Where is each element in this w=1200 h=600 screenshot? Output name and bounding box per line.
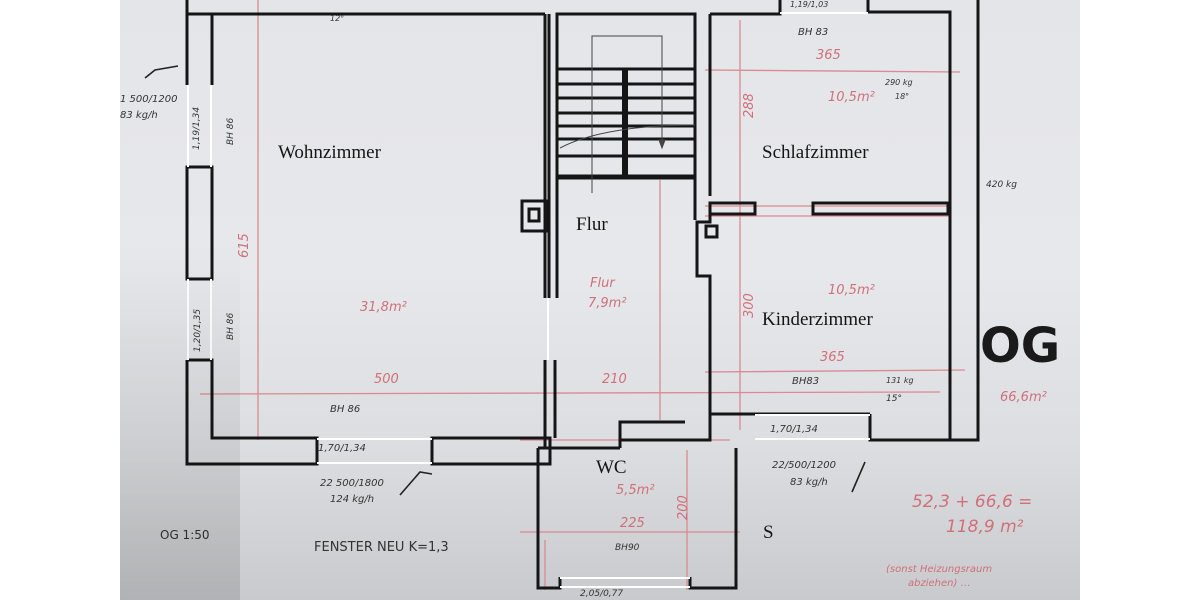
sum-note-line2: abziehen) … [908, 578, 971, 589]
dim-wc-depth: 200 [676, 495, 691, 520]
window-west-spec1: 1 500/1200 [120, 94, 178, 105]
window-south-living-spec2: 124 kg/h [330, 494, 375, 505]
area-flur: 7,9m² [588, 296, 627, 311]
room-label-flur: Flur [576, 214, 608, 235]
area-wohnzimmer: 31,8m² [360, 300, 407, 315]
bh-wohnzimmer-left: BH 86 [226, 312, 236, 340]
room-label-wc: WC [596, 457, 627, 478]
radiator-schlafzimmer: 290 kg [885, 78, 913, 87]
window-south-kids-spec2: 83 kg/h [790, 477, 828, 488]
floor-plan-drawing: OG [144, 0, 1060, 590]
area-kinderzimmer: 10,5m² [828, 283, 875, 298]
dim-wc-width: 225 [620, 516, 645, 531]
window-wc-size: 2,05/0,77 [580, 589, 624, 599]
window-openings [187, 12, 870, 588]
bh-schlafzimmer: BH 83 [798, 27, 829, 38]
window-south-kids-spec1: 22/500/1200 [772, 460, 836, 471]
window-north-bed-size: 1,19/1,03 [790, 0, 829, 9]
total-floor-area: 66,6m² [1000, 390, 1047, 405]
dim-flur-width: 210 [602, 372, 627, 387]
wohnzimmer-top-note: 12° [330, 14, 345, 23]
room-label-schlafzimmer: Schlafzimmer [762, 142, 869, 163]
compass-south: S [763, 522, 774, 543]
window-west-lower-size: 1,20/1,35 [193, 308, 203, 352]
area-label-flur: Flur [590, 276, 615, 291]
dim-schlafzimmer-depth: 288 [742, 93, 757, 118]
area-schlafzimmer: 10,5m² [828, 90, 875, 105]
room-label-wohnzimmer: Wohnzimmer [278, 142, 381, 163]
floor-plan-photo: OG Wohnzimmer Flur Schlafzimmer Kinderzi… [120, 0, 1080, 600]
bh-wohnzimmer-bottom: BH 86 [330, 404, 361, 415]
dim-kinderzimmer-depth: 300 [742, 293, 757, 318]
temp-kinderzimmer: 15° [886, 394, 902, 404]
area-wc: 5,5m² [616, 483, 655, 498]
floor-label-og: OG [980, 318, 1060, 374]
window-note: FENSTER NEU K=1,3 [314, 540, 449, 555]
room-label-kinderzimmer: Kinderzimmer [762, 309, 873, 330]
window-south-living-spec1: 22 500/1800 [320, 478, 384, 489]
radiator-kinderzimmer: 131 kg [886, 376, 914, 385]
window-south-living-size: 1,70/1,34 [318, 443, 366, 454]
temp-schlafzimmer: 18° [895, 92, 910, 101]
dim-wohnzimmer-width: 500 [374, 372, 399, 387]
sum-calc-line2: 118,9 m² [946, 517, 1024, 537]
window-west-upper-size: 1,19/1,34 [192, 106, 202, 150]
sum-calc-line1: 52,3 + 66,6 = [912, 492, 1033, 512]
chimney [520, 199, 719, 239]
wall-note-right: 420 kg [986, 180, 1017, 190]
dim-wohnzimmer-depth: 615 [237, 233, 252, 258]
bh-wc: BH90 [615, 543, 640, 553]
window-west-upper-bh: BH 86 [226, 117, 236, 145]
dimension-lines [199, 0, 966, 590]
window-south-kids-size: 1,70/1,34 [770, 424, 818, 435]
scale-label: OG 1:50 [160, 528, 210, 542]
dim-kinderzimmer-width: 365 [820, 350, 845, 365]
dim-schlafzimmer-width: 365 [816, 48, 841, 63]
stair-walk-line [559, 35, 696, 193]
stair-handrail [622, 70, 628, 176]
bh-kinderzimmer: BH83 [792, 376, 820, 387]
window-west-spec2: 83 kg/h [120, 110, 158, 121]
sum-note-line1: (sonst Heizungsraum [886, 564, 993, 575]
walls [185, 0, 980, 590]
check-marks [144, 65, 866, 496]
